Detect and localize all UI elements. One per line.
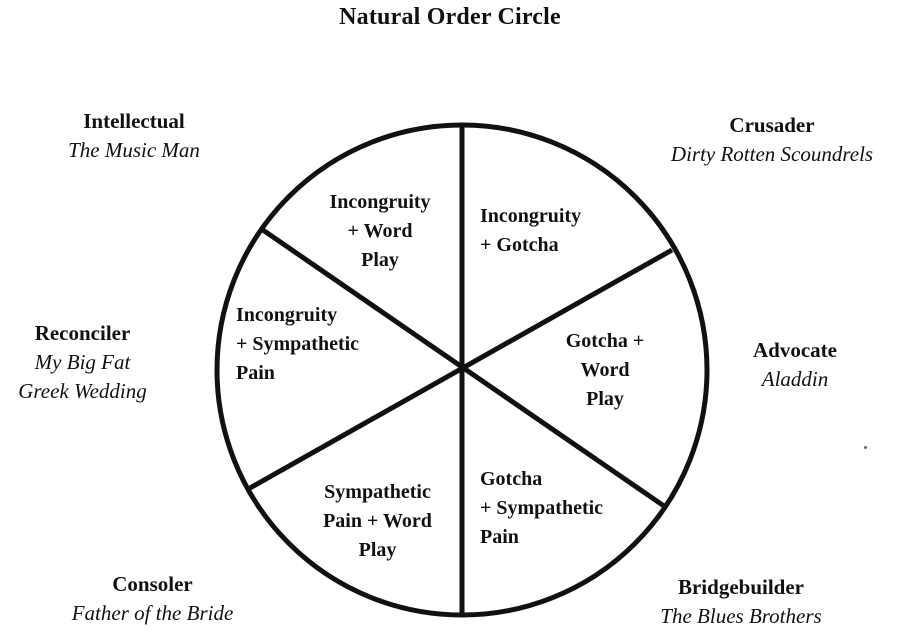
scan-speck <box>864 446 867 449</box>
persona-film: My Big Fat Greek Wedding <box>18 350 147 403</box>
persona-name: Advocate <box>753 338 837 362</box>
persona-film: Dirty Rotten Scoundrels <box>670 142 874 166</box>
persona-name: Crusader <box>729 113 815 137</box>
persona-name: Intellectual <box>83 109 185 133</box>
segment-sympathetic-pain-word-play: Sympathetic Pain + Word Play <box>323 481 432 561</box>
persona-intellectual: Intellectual The Music Man <box>40 107 228 165</box>
persona-reconciler: Reconciler My Big Fat Greek Wedding <box>0 319 165 406</box>
segment-incongruity-word-play: Incongruity + Word Play <box>329 191 431 271</box>
persona-film: The Blues Brothers <box>660 604 822 628</box>
persona-consoler: Consoler Father of the Bride <box>40 570 265 628</box>
persona-name: Reconciler <box>34 321 131 345</box>
segment-gotcha-word-play: Gotcha + Word Play <box>565 330 645 410</box>
diagram-title: Natural Order Circle <box>339 4 561 30</box>
segment-incongruity-gotcha: Incongruity + Gotcha <box>480 205 582 256</box>
segment-gotcha-sympathetic-pain: Gotcha + Sympathetic Pain <box>480 468 604 548</box>
divider-diagonal-b <box>248 247 674 491</box>
persona-bridgebuilder: Bridgebuilder The Blues Brothers <box>636 573 846 631</box>
persona-crusader: Crusader Dirty Rotten Scoundrels <box>648 111 896 169</box>
segment-incongruity-sympathetic-pain: Incongruity + Sympathetic Pain <box>236 304 360 384</box>
persona-film: The Music Man <box>68 138 200 162</box>
persona-name: Bridgebuilder <box>677 575 804 599</box>
persona-film: Aladdin <box>761 367 829 391</box>
persona-name: Consoler <box>112 572 193 596</box>
persona-film: Father of the Bride <box>71 601 234 625</box>
persona-advocate: Advocate Aladdin <box>735 336 855 394</box>
